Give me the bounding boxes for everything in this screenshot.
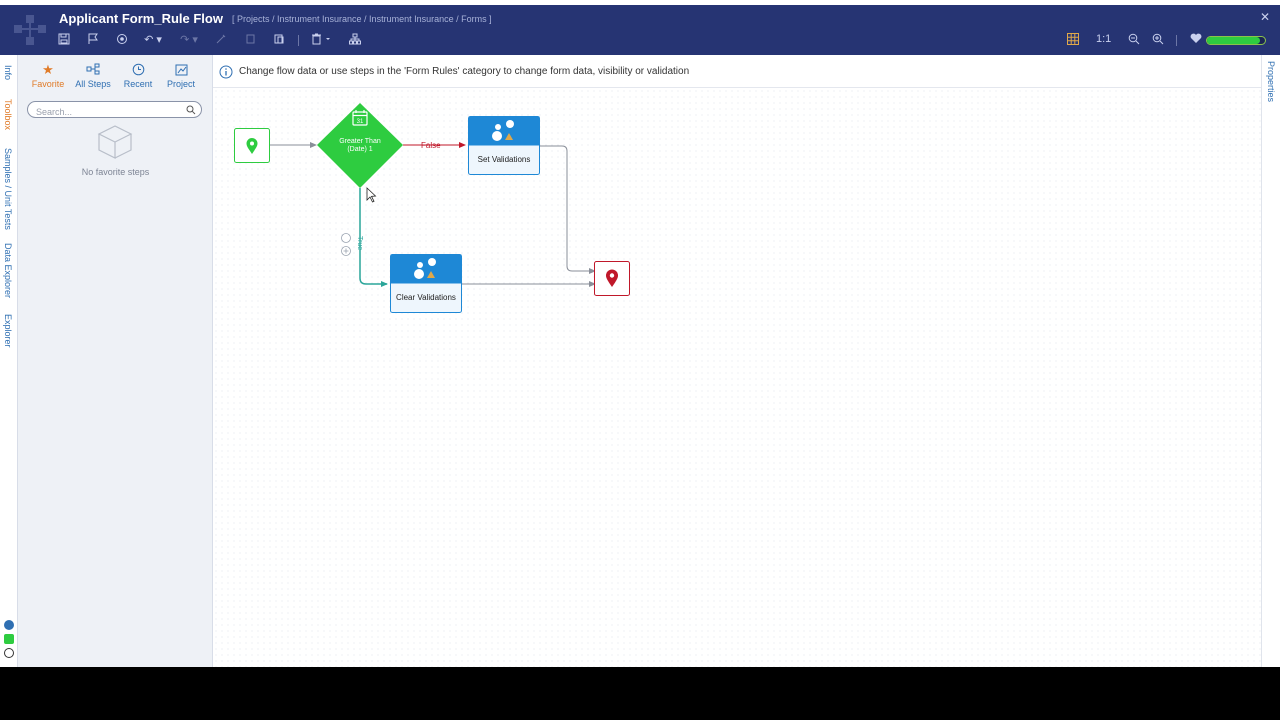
rail-tab-toolbox[interactable]: Toolbox: [3, 99, 13, 131]
search-icon[interactable]: [186, 105, 196, 115]
left-rail: Info Toolbox Samples / Unit Tests Data E…: [0, 55, 18, 667]
undo-icon[interactable]: ↶ ▾: [144, 34, 162, 46]
info-icon: [219, 65, 233, 79]
health-progress-bar: [1206, 36, 1266, 45]
health-progress-fill: [1207, 37, 1261, 44]
copy-icon[interactable]: [241, 32, 259, 48]
steps-icon: [70, 63, 116, 77]
tab-recent-label: Recent: [123, 79, 153, 89]
rail-tab-samples[interactable]: Samples / Unit Tests: [3, 148, 13, 230]
delete-icon[interactable]: [309, 32, 335, 48]
chat-icon[interactable]: [4, 620, 14, 630]
hierarchy-icon[interactable]: [346, 32, 364, 48]
rail-tab-explorer[interactable]: Explorer: [3, 314, 13, 348]
right-rail: Properties: [1261, 55, 1280, 667]
tab-all-steps-label: All Steps: [75, 79, 111, 89]
breadcrumb[interactable]: [ Projects / Instrument Insurance / Inst…: [232, 14, 492, 24]
rail-tab-properties[interactable]: Properties: [1266, 61, 1276, 103]
flow-title: Applicant Form_Rule Flow: [59, 11, 223, 26]
zoom-out-icon[interactable]: [1125, 32, 1143, 48]
tab-favorite[interactable]: ★ Favorite: [25, 62, 71, 90]
header-bar: Applicant Form_Rule Flow [ Projects / In…: [0, 5, 1280, 55]
debug-icon[interactable]: [113, 32, 131, 48]
brush-icon[interactable]: [212, 32, 230, 48]
redo-icon[interactable]: ↷ ▾: [180, 34, 198, 46]
project-icon: [158, 63, 204, 77]
save-icon[interactable]: [55, 32, 73, 48]
toolbar-separator: [1176, 35, 1177, 46]
tab-recent[interactable]: Recent: [115, 63, 161, 89]
paste-icon[interactable]: [270, 32, 288, 48]
rail-tab-info[interactable]: Info: [3, 65, 13, 81]
grid-icon[interactable]: [1064, 32, 1082, 48]
toolbox-sidebar: ★ Favorite All Steps Recent Project: [18, 55, 213, 667]
app-window: Applicant Form_Rule Flow [ Projects / In…: [0, 0, 1280, 667]
toolbar-separator: [298, 35, 299, 46]
canvas-info-message: Change flow data or use steps in the 'Fo…: [239, 66, 690, 77]
zoom-in-icon[interactable]: [1149, 32, 1167, 48]
settings-gear-icon[interactable]: [4, 648, 14, 658]
close-icon[interactable]: ✕: [1259, 10, 1270, 24]
grid-status-icon[interactable]: [4, 634, 14, 644]
empty-box-icon: [97, 125, 133, 159]
app-logo-icon: [14, 15, 46, 45]
heart-icon[interactable]: [1187, 32, 1205, 48]
rail-tab-data-explorer[interactable]: Data Explorer: [3, 243, 13, 299]
top-strip: [0, 0, 1280, 5]
toolbox-search-input[interactable]: [36, 107, 176, 117]
empty-favorites-message: No favorite steps: [81, 167, 150, 177]
canvas-info-bar: Change flow data or use steps in the 'Fo…: [213, 55, 1261, 88]
flow-canvas[interactable]: [213, 88, 1261, 667]
zoom-reset-label[interactable]: 1:1: [1096, 33, 1112, 45]
tab-project[interactable]: Project: [158, 63, 204, 89]
tab-all-steps[interactable]: All Steps: [70, 63, 116, 89]
tab-favorite-label: Favorite: [31, 79, 65, 89]
star-icon: ★: [42, 62, 54, 77]
flag-icon[interactable]: [84, 32, 102, 48]
toolbox-search-box: [27, 101, 202, 118]
clock-icon: [115, 63, 161, 77]
tab-project-label: Project: [166, 79, 195, 89]
